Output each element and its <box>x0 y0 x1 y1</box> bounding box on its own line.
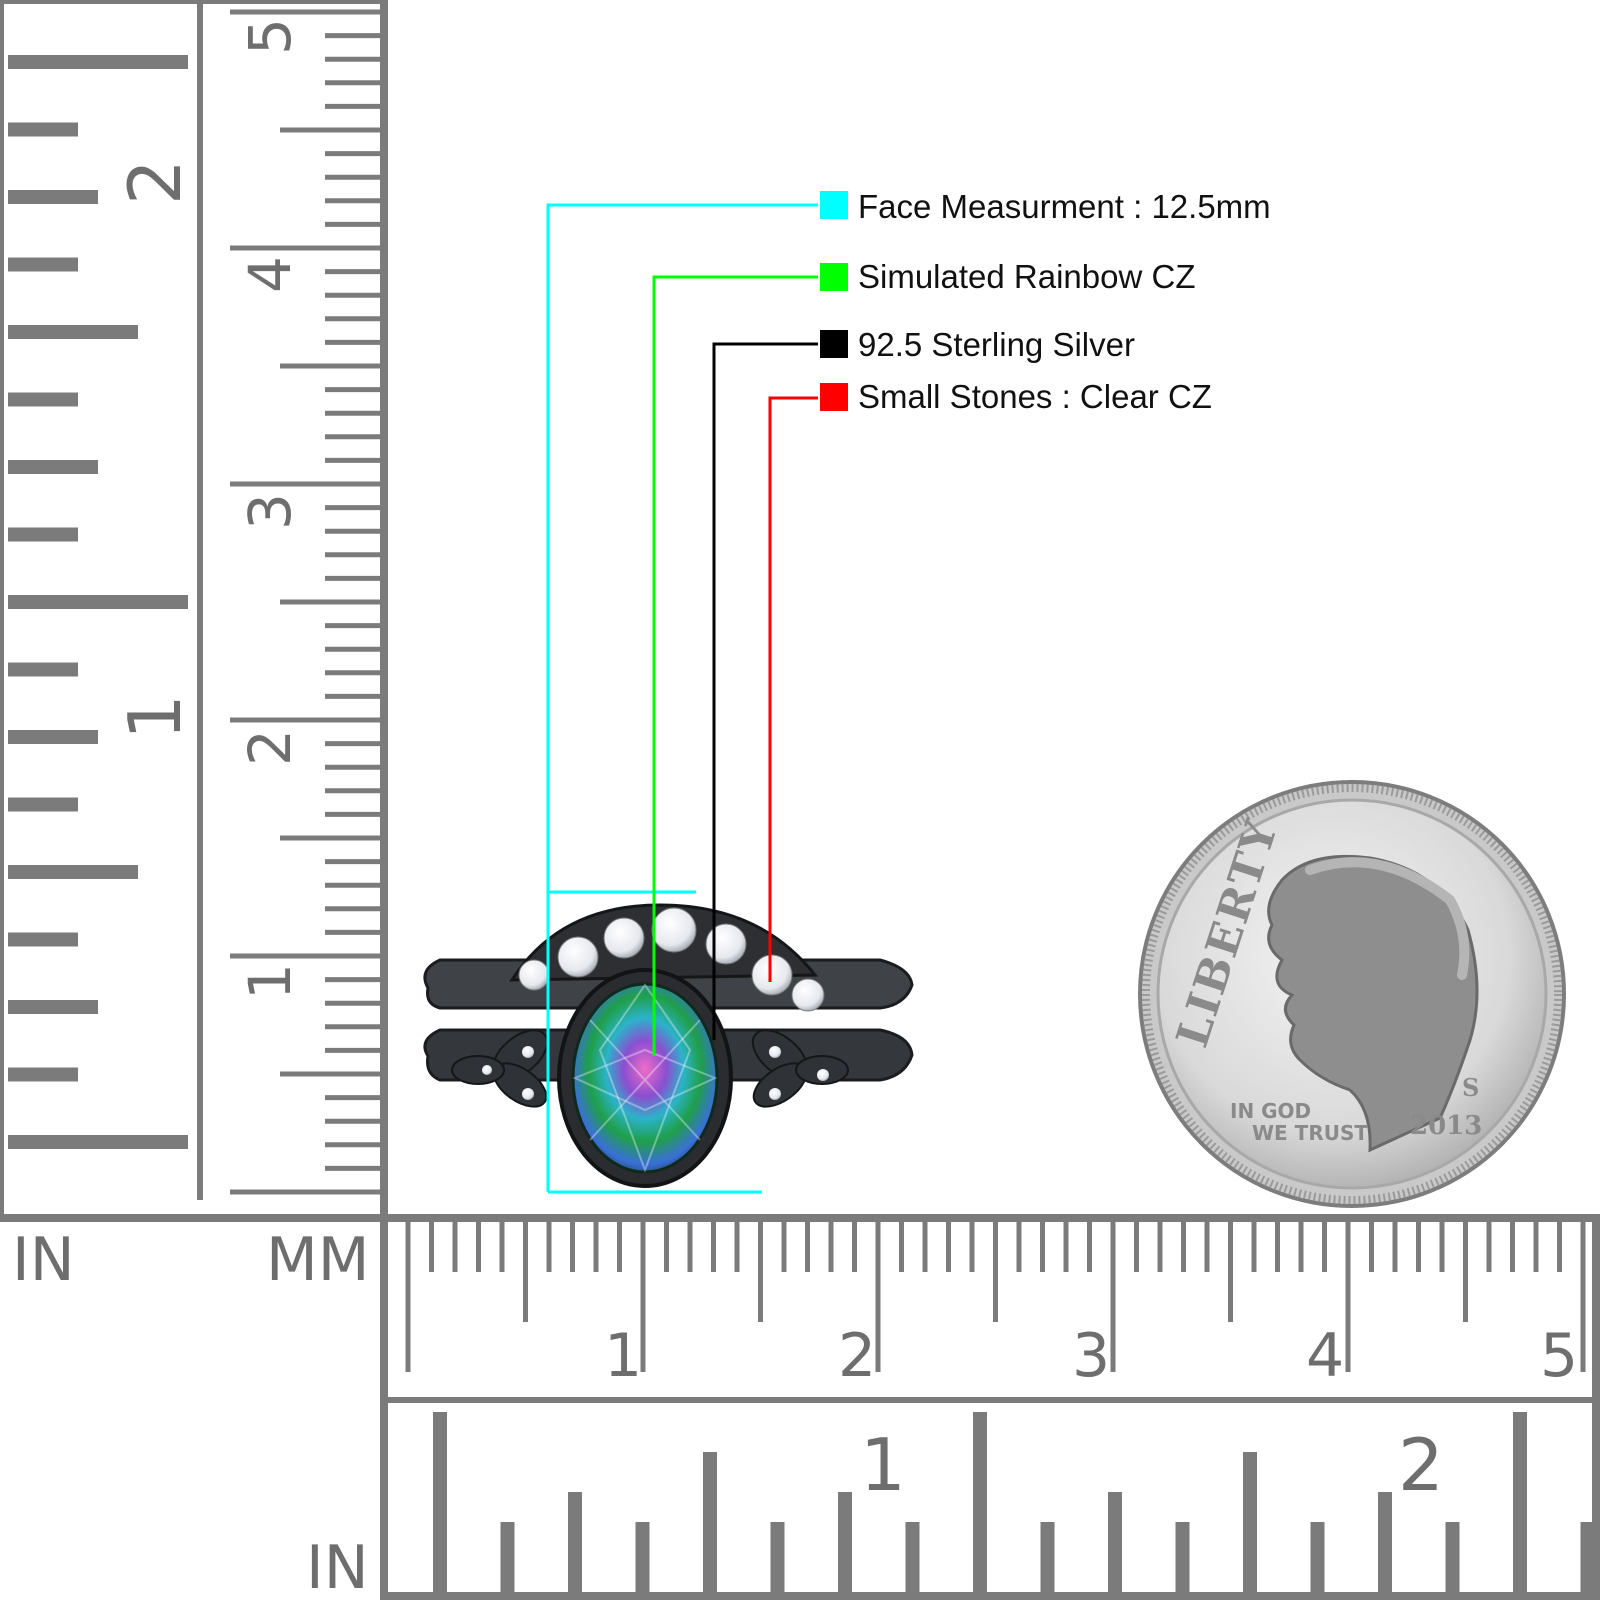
horizontal-ruler-frame <box>380 1214 1600 1600</box>
coin-portrait-hair <box>1305 857 1470 980</box>
horizontal-mm-number: 5 <box>1540 1321 1578 1391</box>
callout-line-face-measurement <box>546 203 818 1192</box>
callout-line-clear-cz <box>768 396 818 982</box>
vertical-mm-ticks <box>230 9 380 1195</box>
coin-year: 2013 <box>1410 1111 1482 1141</box>
horizontal-mm-numbers: 1 2 3 4 5 <box>604 1321 1578 1391</box>
coin-motto-line2: WE TRUST <box>1252 1121 1368 1145</box>
center-stone-facets <box>572 983 718 1173</box>
legend-label-clear-cz: Small Stones : Clear CZ <box>858 378 1212 415</box>
dime-coin: LIBERTY IN GOD WE TRUST 2013 S <box>1138 780 1566 1208</box>
callout-line-sterling-silver <box>712 342 818 1040</box>
horizontal-mm-number: 3 <box>1072 1321 1110 1391</box>
unit-label-inch-left: IN <box>12 1225 75 1295</box>
unit-label-mm: MM <box>266 1225 370 1295</box>
horizontal-mm-number: 4 <box>1306 1321 1344 1391</box>
unit-label-inch-bottom: IN <box>306 1533 369 1600</box>
vertical-inch-number: 1 <box>113 694 197 740</box>
vertical-inch-number: 2 <box>113 159 197 205</box>
horizontal-mm-number: 1 <box>604 1321 642 1391</box>
vertical-mm-number: 3 <box>236 493 304 530</box>
vertical-mm-number: 2 <box>236 729 304 766</box>
vertical-mm-numbers: 5 4 3 2 1 <box>236 18 304 1000</box>
legend-swatch-clear-cz <box>820 383 848 411</box>
horizontal-inch-ticks <box>433 1412 1595 1592</box>
vertical-mm-number: 5 <box>236 18 304 55</box>
callout-lines <box>546 203 818 1194</box>
leaf-accent-stones <box>482 1046 829 1100</box>
horizontal-inch-numbers: 1 2 <box>860 1423 1444 1507</box>
legend-label-sterling-silver: 92.5 Sterling Silver <box>858 326 1135 363</box>
horizontal-inch-number: 2 <box>1398 1423 1444 1507</box>
horizontal-ruler: 1 2 3 4 5 1 2 <box>380 1214 1600 1600</box>
vertical-ruler: 5 4 3 2 1 2 1 <box>0 0 388 1222</box>
legend: Face Measurment : 12.5mm Simulated Rainb… <box>820 188 1271 415</box>
vertical-inch-numbers: 2 1 <box>113 159 197 740</box>
ring-set <box>423 903 914 1188</box>
coin-motto-line1: IN GOD <box>1230 1099 1311 1123</box>
horizontal-mm-number: 2 <box>838 1321 876 1391</box>
callout-line-rainbow-cz <box>652 275 818 1056</box>
horizontal-inch-number: 1 <box>860 1423 906 1507</box>
legend-swatch-sterling-silver <box>820 330 848 358</box>
coin-mint-mark: S <box>1462 1073 1479 1102</box>
legend-label-face-measurement: Face Measurment : 12.5mm <box>858 188 1271 225</box>
legend-swatch-rainbow-cz <box>820 263 848 291</box>
crown-clear-stones <box>518 907 825 1012</box>
coin-rim-ridges <box>1142 784 1562 1204</box>
legend-swatch-face-measurement <box>820 191 848 219</box>
legend-label-rainbow-cz: Simulated Rainbow CZ <box>858 258 1195 295</box>
vertical-mm-number: 4 <box>236 256 304 293</box>
center-stone-rainbow <box>571 982 719 1174</box>
vertical-mm-number: 1 <box>236 963 304 1000</box>
vertical-inch-ticks <box>8 55 188 1149</box>
horizontal-mm-ticks <box>405 1222 1586 1372</box>
